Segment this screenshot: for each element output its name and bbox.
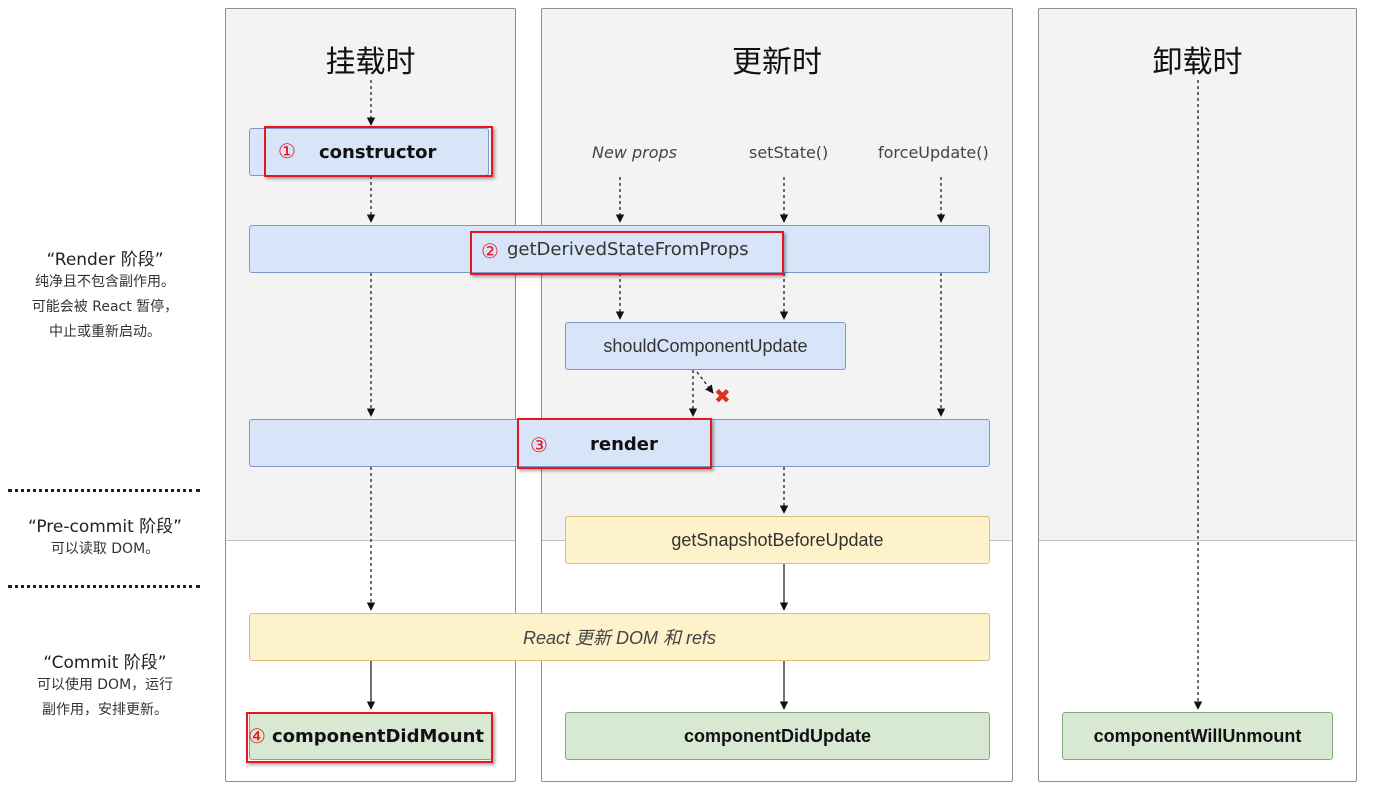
precommit-stage-title: “Pre-commit 阶段”: [28, 517, 182, 537]
render-stage-label: “Render 阶段” 纯净且不包含副作用。 可能会被 React 暂停， 中止…: [0, 245, 210, 345]
constructor-box: [249, 128, 489, 176]
highlight-constructor: [264, 126, 493, 177]
commit-stage-desc-1: 可以使用 DOM，运行: [36, 677, 174, 693]
get-derived-state-box: [249, 225, 990, 273]
component-did-mount-label: componentDidMount: [272, 726, 484, 747]
precommit-stage-desc-1: 可以读取 DOM。: [50, 541, 160, 557]
marker-2: ②: [481, 239, 499, 263]
marker-1: ①: [278, 139, 296, 163]
should-component-update-label: shouldComponentUpdate: [603, 335, 808, 356]
render-stage-desc-1: 纯净且不包含副作用。: [35, 274, 175, 290]
stage-separator-1: [8, 489, 200, 492]
stage-separator-2: [8, 585, 200, 588]
render-stage-desc-3: 中止或重新启动。: [49, 324, 161, 340]
unmount-column-divider: [1039, 540, 1356, 541]
render-box: [249, 419, 990, 467]
mount-column-title: 挂载时: [325, 45, 416, 80]
component-did-update-label: componentDidUpdate: [684, 725, 871, 746]
update-column-title: 更新时: [732, 45, 822, 80]
set-state-trigger: setState(): [749, 143, 829, 162]
constructor-label: constructor: [319, 142, 437, 163]
component-will-unmount-box: componentWillUnmount: [1062, 712, 1333, 760]
highlight-component-did-mount: [246, 712, 493, 763]
render-stage-desc-2: 可能会被 React 暂停，: [31, 299, 179, 315]
render-stage-title: “Render 阶段”: [46, 250, 164, 270]
should-component-update-box: shouldComponentUpdate: [565, 322, 846, 370]
get-snapshot-box: getSnapshotBeforeUpdate: [565, 516, 990, 564]
commit-stage-title: “Commit 阶段”: [43, 653, 167, 673]
commit-stage-desc-2: 副作用，安排更新。: [42, 702, 168, 718]
force-update-trigger: forceUpdate(): [878, 143, 989, 162]
get-derived-state-label: getDerivedStateFromProps: [507, 239, 749, 260]
get-snapshot-label: getSnapshotBeforeUpdate: [671, 529, 884, 550]
commit-stage-label: “Commit 阶段” 可以使用 DOM，运行 副作用，安排更新。: [0, 648, 210, 723]
react-updates-dom-label: React 更新 DOM 和 refs: [522, 628, 717, 648]
unmount-column-title: 卸载时: [1152, 45, 1243, 80]
new-props-trigger: New props: [592, 143, 677, 162]
highlight-get-derived-state: [470, 231, 784, 275]
arrow-should-to-stop: [696, 371, 714, 394]
react-updates-dom-box: React 更新 DOM 和 refs: [249, 613, 990, 661]
marker-4: ④: [248, 724, 266, 748]
marker-3: ③: [530, 433, 548, 457]
component-will-unmount-label: componentWillUnmount: [1093, 725, 1302, 746]
render-label: render: [590, 434, 658, 455]
highlight-render: [517, 418, 712, 469]
precommit-stage-label: “Pre-commit 阶段” 可以读取 DOM。: [0, 512, 210, 562]
stop-x-icon: ✖: [714, 384, 731, 408]
component-did-update-box: componentDidUpdate: [565, 712, 990, 760]
